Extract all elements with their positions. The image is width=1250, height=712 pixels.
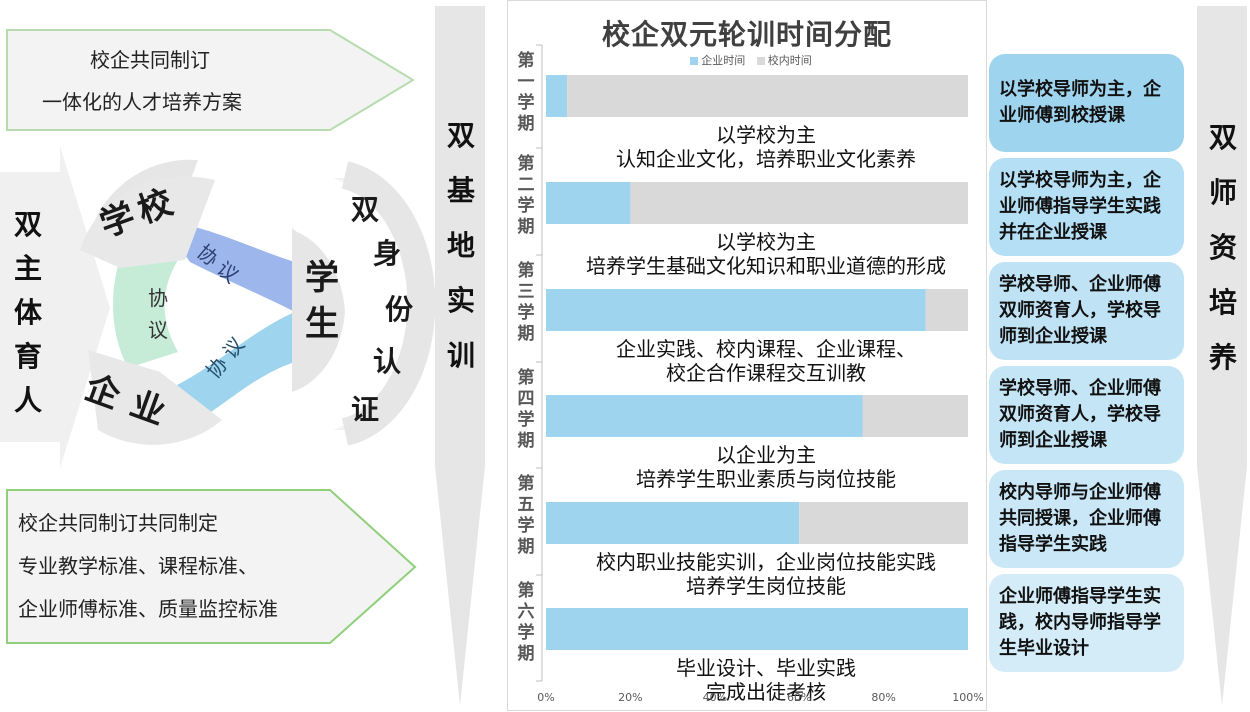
semester-note-6: 毕业设计、毕业实践完成出徒考核 xyxy=(676,656,856,704)
x-tick-label: 60% xyxy=(786,691,812,704)
semester-label-1: 第一学期 xyxy=(517,51,535,134)
legend-school: 校内时间 xyxy=(767,54,812,67)
x-tick-label: 100% xyxy=(952,691,984,704)
bar-school-2 xyxy=(630,182,968,224)
bar-school-5 xyxy=(799,502,968,544)
green-agreement-band xyxy=(113,238,178,368)
top-callout-line1: 校企共同制订 xyxy=(90,48,210,72)
chart-legend: 企业时间 校内时间 xyxy=(508,52,986,68)
left-arrow-shape xyxy=(0,146,110,468)
bottom-callout-line3: 企业师傅标准、质量监控标准 xyxy=(18,597,278,621)
x-tick-label: 80% xyxy=(871,691,896,704)
bar-school-4 xyxy=(862,395,968,437)
green-agreement-label: 协议 xyxy=(148,286,168,342)
identity-arc-band xyxy=(341,161,436,446)
enterprise-sector xyxy=(88,350,222,445)
time-allocation-chart: 校企双元轮训时间分配 企业时间 校内时间 第一学期第二学期第三学期第四学期第五学… xyxy=(507,0,987,711)
chart-title: 校企双元轮训时间分配 xyxy=(601,18,892,51)
bar-school-3 xyxy=(925,289,968,331)
semester-note-2: 以学校为主培养学生基础文化知识和职业道德的形成 xyxy=(586,230,946,278)
teacher-box-3: 学校导师、企业师傅双师资育人，学校导师到企业授课 xyxy=(989,262,1184,360)
teacher-training-column xyxy=(1197,6,1247,706)
teacher-box-6: 企业师傅指导学生实践，校内导师指导学生毕业设计 xyxy=(989,574,1184,672)
bar-enterprise-5 xyxy=(546,502,800,544)
purple-agreement-band xyxy=(160,220,295,312)
teacher-box-5: 校内导师与企业师傅共同授课，企业师傅指导学生实践 xyxy=(989,470,1184,568)
semester-label-6: 第六学期 xyxy=(517,581,535,664)
bottom-callout-box xyxy=(6,489,417,644)
left-diagram-shapes xyxy=(0,29,436,644)
dual-base-label: 双基地实训 xyxy=(446,119,475,372)
semester-label-4: 第四学期 xyxy=(517,368,535,451)
x-tick-label: 40% xyxy=(702,691,728,704)
legend-swatch-enterprise xyxy=(690,57,699,65)
semester-note-3: 企业实践、校内课程、企业课程、校企合作课程交互训教 xyxy=(616,337,916,385)
semester-note-4: 以企业为主培养学生职业素质与岗位技能 xyxy=(636,443,896,491)
bar-enterprise-6 xyxy=(546,608,968,650)
top-callout-box xyxy=(6,29,415,131)
student-label: 学生 xyxy=(305,258,339,344)
bar-enterprise-2 xyxy=(546,182,631,224)
semester-label-3: 第三学期 xyxy=(517,261,535,344)
x-tick-label: 20% xyxy=(618,691,643,704)
blue-agreement-band xyxy=(162,312,295,420)
base-training-column xyxy=(435,6,485,706)
teacher-box-4: 学校导师、企业师傅双师资育人，学校导师到企业授课 xyxy=(989,366,1184,464)
identity-label: 双 身 份 认 证 xyxy=(351,193,414,426)
bottom-callout-line1: 校企共同制订共同制定 xyxy=(18,511,218,535)
semester-note-1: 以学校为主认知企业文化，培养职业文化素养 xyxy=(616,123,916,171)
top-callout-line2: 一体化的人才培养方案 xyxy=(42,90,242,114)
chart-bars xyxy=(536,44,968,682)
dual-teacher-label: 双师资培养 xyxy=(1208,121,1237,374)
dual-subject-label: 双主体育人 xyxy=(13,208,42,417)
legend-swatch-school xyxy=(756,57,765,65)
semester-note-5: 校内职业技能实训，企业岗位技能实践培养学生岗位技能 xyxy=(596,550,936,598)
bar-enterprise-3 xyxy=(546,289,926,331)
teacher-box-2: 以学校导师为主，企业师傅指导学生实践并在企业授课 xyxy=(989,158,1184,256)
legend-enterprise: 企业时间 xyxy=(701,54,746,67)
teacher-box-1: 以学校导师为主，企业师傅到校授课 xyxy=(989,54,1184,152)
bar-enterprise-1 xyxy=(546,75,568,117)
semester-label-2: 第二学期 xyxy=(517,154,535,237)
bottom-callout-line2: 专业教学标准、课程标准、 xyxy=(18,554,258,578)
semester-label-5: 第五学期 xyxy=(517,474,535,557)
bar-school-1 xyxy=(567,75,968,117)
x-tick-label: 0% xyxy=(537,691,555,704)
bar-enterprise-4 xyxy=(546,395,863,437)
